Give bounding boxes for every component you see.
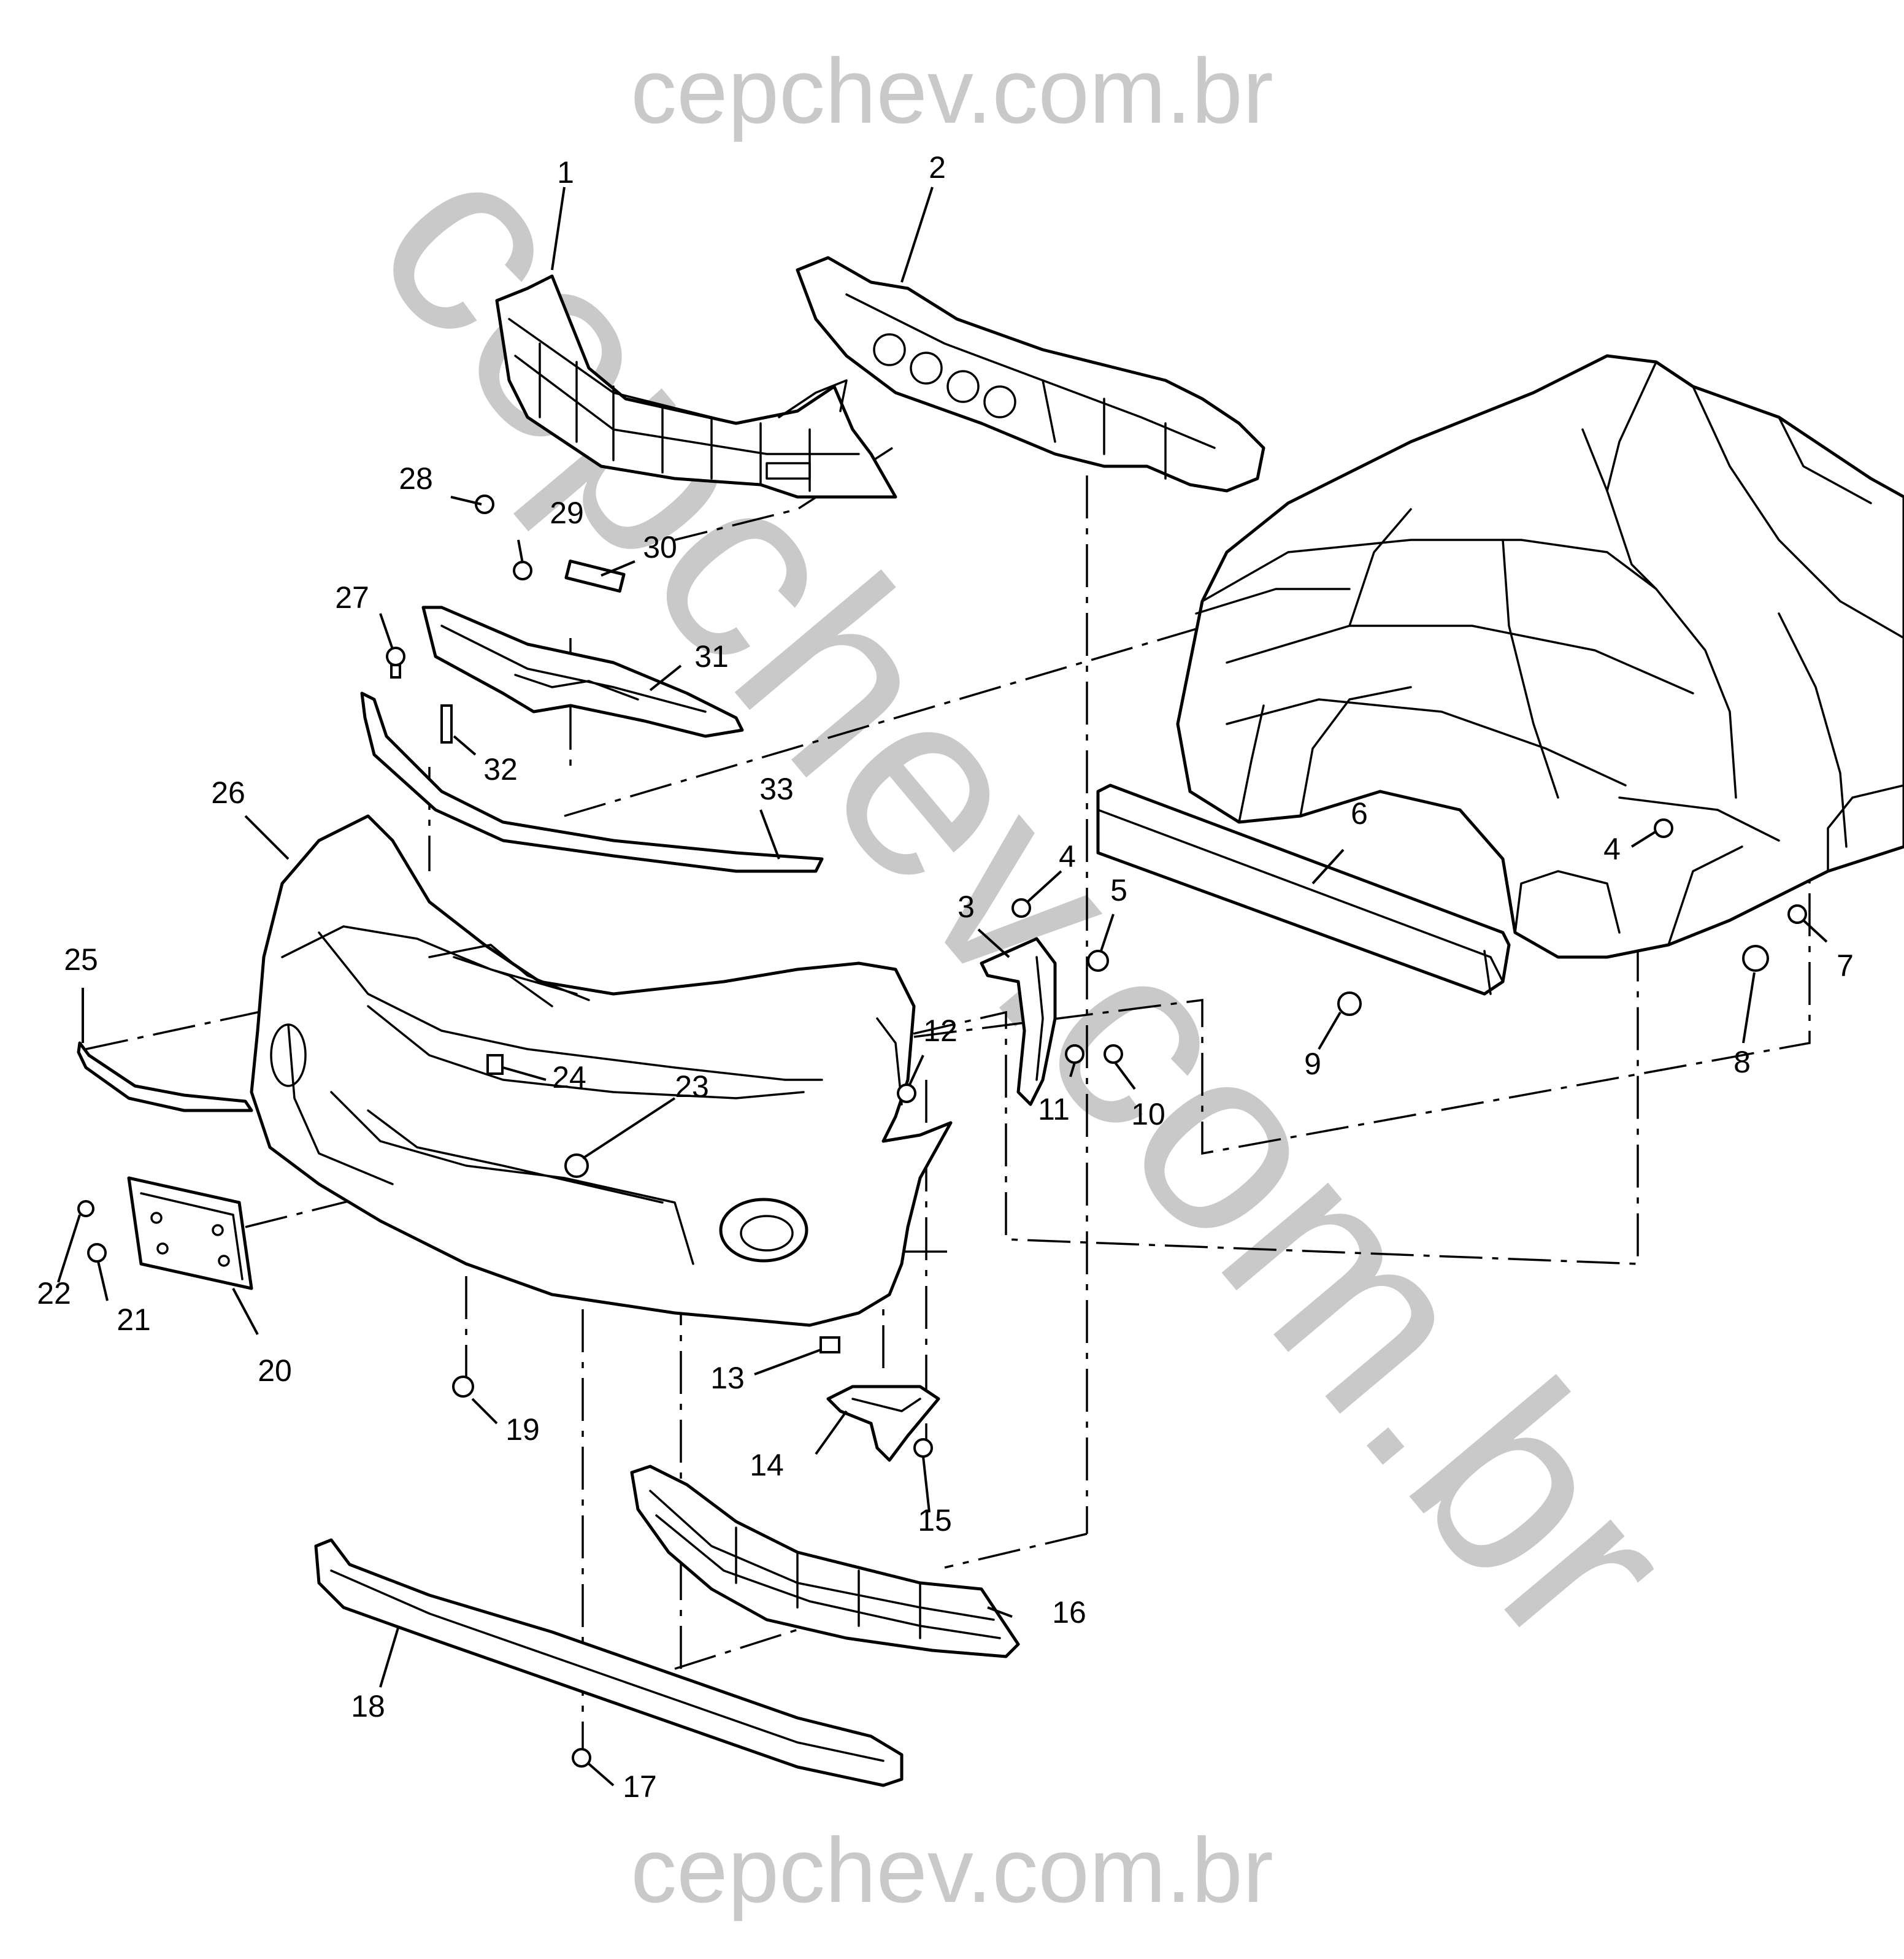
- part-12-nut: [897, 1083, 916, 1103]
- part-9-bolt: [1337, 991, 1362, 1016]
- callout-32: 32: [483, 752, 518, 787]
- part-26-front-fascia: [250, 814, 953, 1327]
- callout-labels: 1 2 3 4 4 5 6 7 8 9 10 11 12 13 14 15 16…: [37, 150, 1854, 1804]
- part-20-license-bracket: [127, 1176, 253, 1290]
- callout-24: 24: [552, 1060, 586, 1095]
- part-16-lower-grille: [630, 1464, 1020, 1658]
- callout-12: 12: [923, 1014, 958, 1048]
- part-27-shank: [390, 664, 401, 679]
- part-25-side-molding: [77, 1041, 253, 1112]
- part-6-impact-bar: [1096, 783, 1511, 996]
- callout-20: 20: [258, 1353, 292, 1388]
- callout-33: 33: [759, 772, 794, 806]
- part-11-nut: [1065, 1044, 1084, 1064]
- watermark-footer: cepchev.com.br: [631, 1819, 1273, 1922]
- callout-19: 19: [505, 1412, 540, 1447]
- callout-8: 8: [1733, 1045, 1751, 1079]
- callout-10: 10: [1131, 1097, 1165, 1131]
- callout-9: 9: [1304, 1047, 1321, 1081]
- part-10-screw: [1104, 1044, 1123, 1064]
- watermark-header: cepchev.com.br: [631, 39, 1273, 142]
- part-15-bolt: [913, 1438, 933, 1458]
- callout-3: 3: [958, 890, 975, 924]
- callout-4-right: 4: [1603, 832, 1621, 866]
- part-4-fastener-left: [1012, 898, 1031, 918]
- callout-5: 5: [1110, 873, 1127, 907]
- callout-14: 14: [750, 1448, 784, 1482]
- callout-29: 29: [550, 496, 584, 530]
- callout-1: 1: [557, 155, 574, 190]
- callout-22: 22: [37, 1276, 71, 1310]
- vehicle-body-structure: [1176, 354, 1904, 959]
- callout-26: 26: [211, 776, 245, 810]
- part-8-nut: [1742, 945, 1769, 972]
- part-17-screw: [572, 1748, 591, 1768]
- leader-lines: [57, 187, 1828, 1787]
- callout-21: 21: [117, 1303, 151, 1337]
- callout-27: 27: [335, 580, 369, 615]
- part-2-energy-absorber: [796, 256, 1265, 493]
- part-1-upper-grille: [495, 274, 897, 499]
- callout-16: 16: [1052, 1595, 1086, 1630]
- callout-11: 11: [1038, 1092, 1070, 1126]
- part-31-fascia-support: [421, 606, 744, 738]
- part-7-clip: [1787, 904, 1807, 924]
- part-4-fastener-right: [1654, 818, 1673, 838]
- callout-23: 23: [675, 1069, 709, 1104]
- callout-2: 2: [929, 150, 946, 185]
- part-3-bracket: [980, 937, 1057, 1106]
- callout-4-left: 4: [1059, 839, 1076, 874]
- callout-7: 7: [1837, 949, 1854, 983]
- fasteners: [77, 495, 1807, 1768]
- callout-13: 13: [710, 1361, 745, 1395]
- part-24-clip: [486, 1054, 504, 1075]
- part-29-fastener: [513, 561, 532, 580]
- part-14-lower-bracket: [826, 1385, 940, 1462]
- part-13-clip: [820, 1336, 840, 1353]
- part-27-fastener: [386, 647, 405, 666]
- callout-25: 25: [64, 942, 98, 977]
- part-19-bolt: [452, 1376, 474, 1398]
- part-21-nut: [87, 1243, 107, 1263]
- part-18-air-deflector: [314, 1538, 904, 1787]
- part-28-fastener: [475, 495, 494, 514]
- callout-15: 15: [918, 1503, 952, 1538]
- part-30-label: [564, 560, 626, 593]
- callout-28: 28: [399, 461, 433, 496]
- callout-18: 18: [351, 1689, 385, 1723]
- callout-31: 31: [694, 639, 729, 674]
- callout-6: 6: [1351, 796, 1368, 831]
- callout-17: 17: [623, 1769, 657, 1804]
- callout-30: 30: [643, 530, 677, 564]
- part-33-molding: [360, 691, 824, 873]
- part-22-screw: [77, 1200, 94, 1217]
- part-5-bolt: [1087, 950, 1109, 972]
- part-32-stud: [440, 704, 453, 744]
- part-23-nut: [564, 1153, 589, 1178]
